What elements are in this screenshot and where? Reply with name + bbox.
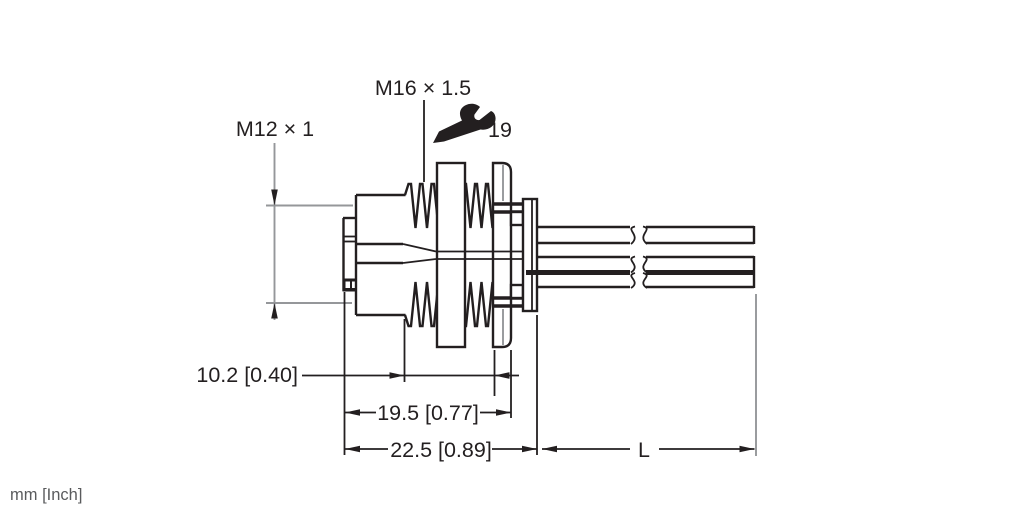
arrow-left (542, 445, 557, 453)
thread-labels: M16 × 1.5 M12 × 1 (236, 76, 471, 182)
flange-plate (491, 161, 513, 349)
connector-body (354, 193, 437, 317)
cables (526, 225, 756, 289)
mounting-thread-front (403, 182, 445, 328)
connector-side-view (342, 161, 756, 349)
arrow-left (494, 372, 510, 379)
cable-break-symbols (630, 225, 648, 289)
wrench-size-label: 19 (488, 118, 512, 142)
dimension-10-2: 10.2 [0.40] (196, 319, 519, 396)
m16-thread-label: M16 × 1.5 (375, 76, 471, 100)
arrow-up (271, 303, 278, 319)
dim-cable-length-label: L (638, 438, 650, 462)
rear-body (521, 197, 539, 313)
dim-thread-length-label: 10.2 [0.40] (196, 363, 298, 387)
arrow-left (345, 409, 360, 416)
arrow-right (522, 445, 537, 453)
m12-thread-label: M12 × 1 (236, 117, 314, 141)
arrow-right (389, 372, 405, 379)
dimension-22-5: 22.5 [0.89] (343, 292, 538, 462)
units-note: mm [Inch] (10, 486, 82, 504)
front-socket-section (342, 216, 357, 292)
diameter-dimension (266, 143, 353, 320)
dimension-cable-length: L (542, 294, 757, 462)
dim-body-length-label: 19.5 [0.77] (377, 401, 479, 425)
dimension-19-5: 19.5 [0.77] (345, 350, 512, 425)
dim-total-length-label: 22.5 [0.89] (390, 438, 492, 462)
hex-nut (435, 161, 467, 349)
arrow-right (496, 409, 511, 416)
wrench-size: 19 (433, 103, 512, 143)
arrow-left (345, 445, 360, 453)
wrench-icon (433, 103, 496, 143)
rear-clamp (494, 202, 525, 308)
arrow-down (271, 189, 278, 206)
arrow-right (739, 445, 755, 453)
